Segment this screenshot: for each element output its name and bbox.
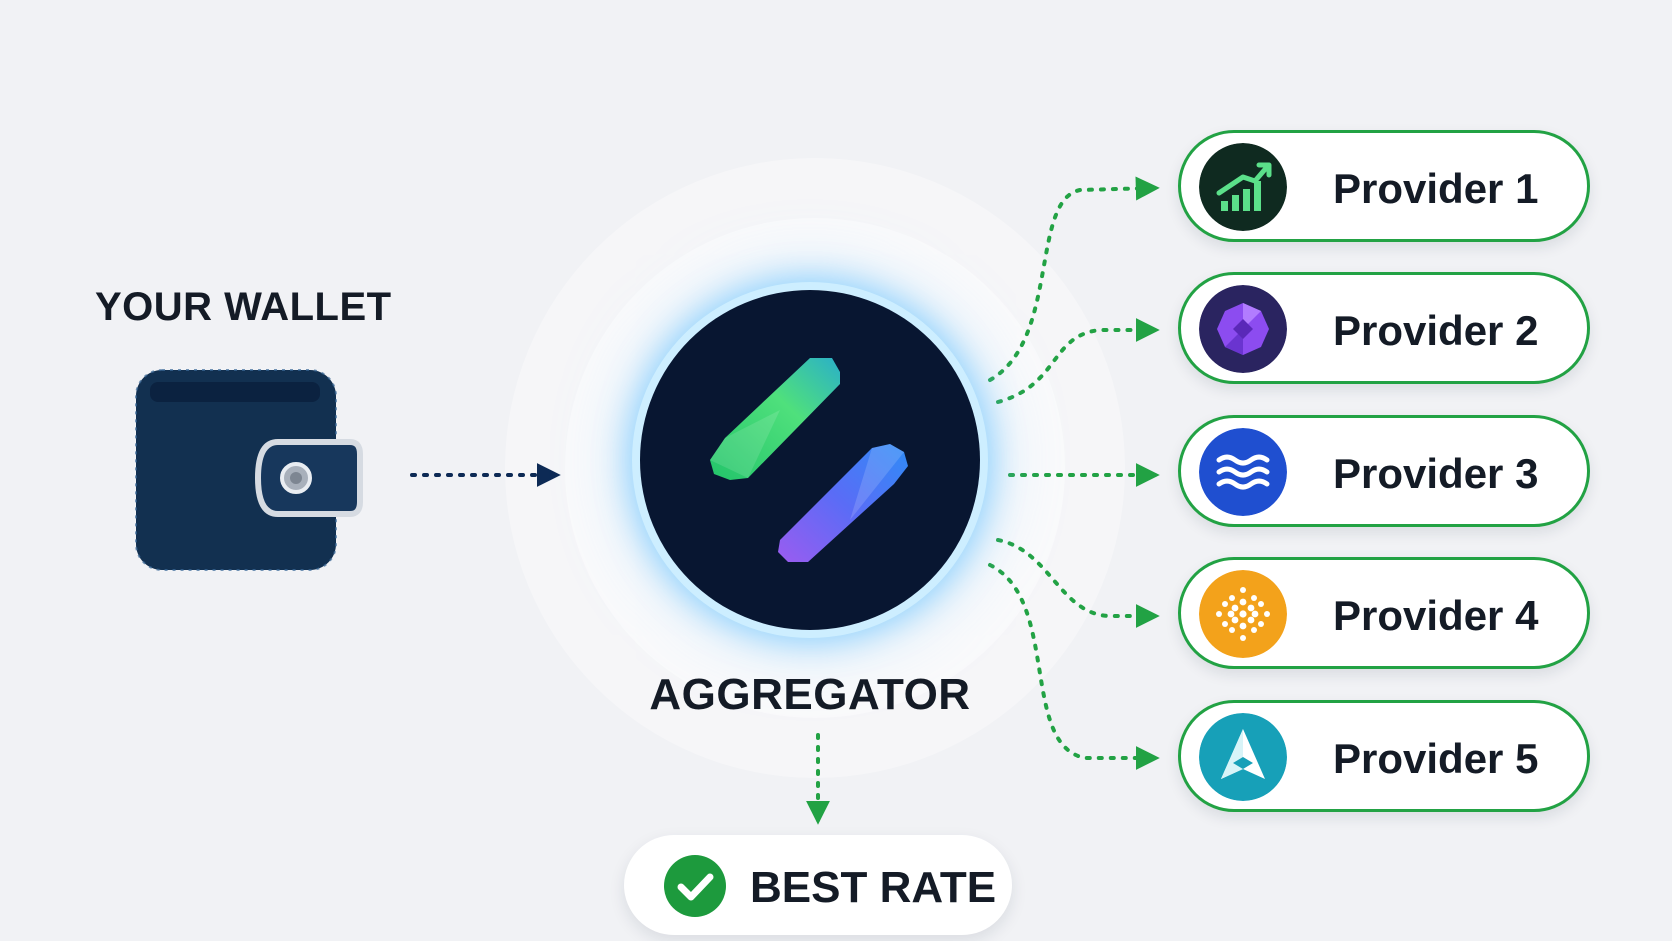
provider-label: Provider 5 — [1333, 735, 1539, 782]
provider-card-3[interactable]: Provider 3 — [1178, 415, 1590, 527]
provider-label: Provider 2 — [1333, 307, 1539, 354]
gem-icon — [1199, 285, 1287, 373]
provider-card-4[interactable]: Provider 4 — [1178, 557, 1590, 669]
provider-card-5[interactable]: Provider 5 — [1178, 700, 1590, 812]
aggregator-label: AGGREGATOR — [649, 670, 971, 719]
arrow-to-provider-1 — [988, 176, 1160, 382]
best-rate-label: BEST RATE — [750, 863, 997, 912]
provider-card-1[interactable]: Provider 1 — [1178, 130, 1590, 242]
best-rate-pill: BEST RATE — [624, 835, 1012, 935]
arrow-to-provider-2 — [996, 318, 1160, 404]
wallet-label: YOUR WALLET — [95, 285, 392, 329]
provider-label: Provider 1 — [1333, 165, 1539, 212]
waves-icon — [1199, 428, 1287, 516]
arrow-to-provider-4 — [996, 538, 1160, 628]
provider-label: Provider 4 — [1333, 592, 1539, 639]
aggregator-hub — [640, 290, 980, 630]
provider-label: Provider 3 — [1333, 450, 1539, 497]
chart-growth-icon — [1199, 143, 1287, 231]
provider-card-2[interactable]: Provider 2 — [1178, 272, 1590, 384]
arrow-to-provider-5 — [988, 563, 1160, 770]
check-circle-icon — [664, 855, 726, 917]
dot-grid-icon — [1199, 570, 1287, 658]
aggregator-logo-icon — [710, 358, 908, 562]
wallet-icon — [135, 369, 363, 571]
arrow-peak-icon — [1199, 713, 1287, 801]
